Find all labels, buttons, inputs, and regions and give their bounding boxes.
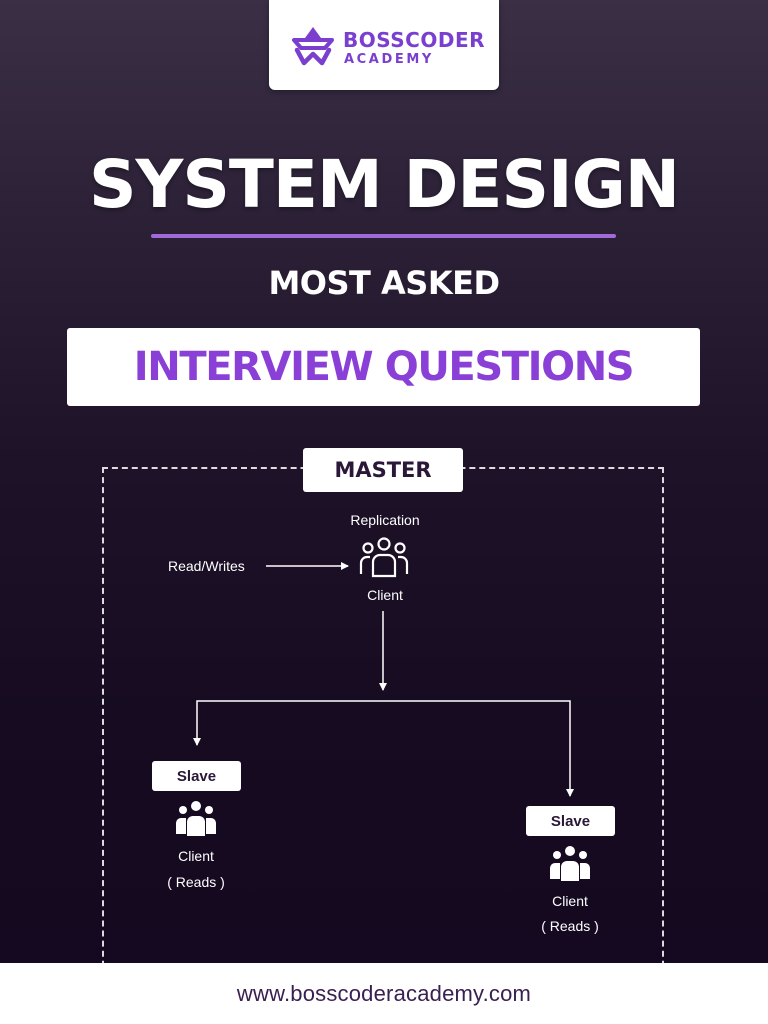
logo-name: BOSSCODER bbox=[343, 28, 485, 52]
bosscoder-logo-icon bbox=[292, 27, 334, 66]
replication-label: Replication bbox=[350, 512, 420, 528]
page-title: SYSTEM DESIGN bbox=[89, 146, 680, 223]
users-group-icon bbox=[550, 846, 590, 881]
banner-text: INTERVIEW QUESTIONS bbox=[133, 344, 635, 390]
users-group-outline-icon bbox=[359, 537, 409, 578]
slave-reads-label-left: ( Reads ) bbox=[167, 874, 225, 890]
slave-client-label-right: Client bbox=[552, 893, 588, 909]
slave-box-left: Slave bbox=[152, 761, 241, 791]
interview-questions-banner: INTERVIEW QUESTIONS bbox=[67, 328, 700, 406]
master-client-label: Client bbox=[367, 587, 403, 603]
slave-client-label-left: Client bbox=[178, 848, 214, 864]
users-group-icon bbox=[176, 801, 216, 836]
slave-label: Slave bbox=[176, 767, 217, 785]
slave-label: Slave bbox=[550, 812, 591, 830]
master-box: MASTER bbox=[303, 448, 463, 492]
title-underline bbox=[151, 234, 616, 238]
master-label: MASTER bbox=[334, 458, 432, 482]
logo-subtitle: ACADEMY bbox=[344, 52, 434, 67]
slave-reads-label-right: ( Reads ) bbox=[541, 918, 599, 934]
read-writes-label: Read/Writes bbox=[168, 558, 245, 574]
right-branch-arrow bbox=[383, 700, 574, 797]
page-subtitle: MOST ASKED bbox=[268, 264, 500, 302]
footer-url-link[interactable]: www.bosscoderacademy.com bbox=[236, 980, 532, 1006]
footer: www.bosscoderacademy.com bbox=[0, 963, 768, 1024]
logo-card: BOSSCODER ACADEMY bbox=[269, 0, 499, 90]
slave-box-right: Slave bbox=[526, 806, 615, 836]
left-branch-arrow bbox=[193, 700, 383, 746]
